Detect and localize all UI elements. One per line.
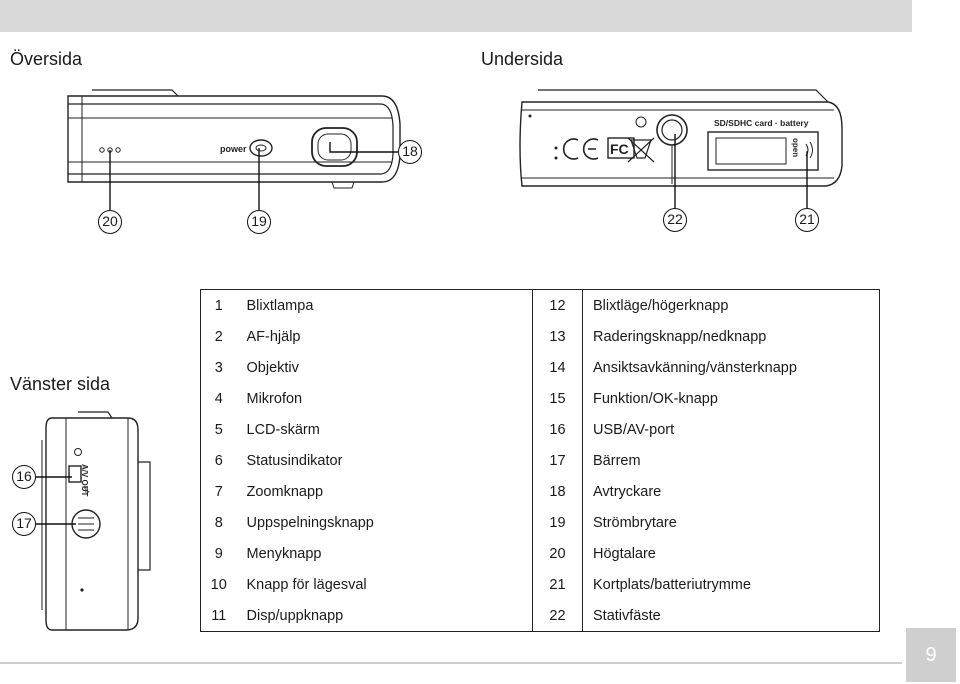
card-battery-door[interactable]: [707, 131, 819, 171]
part-number: 9: [214, 545, 223, 562]
usb-av-port[interactable]: [68, 465, 82, 483]
part-number: 12: [532, 289, 583, 321]
ce-mark-icon: [562, 138, 599, 160]
weee-bin-icon: [627, 137, 655, 163]
section-title-bottom-side: Undersida: [481, 49, 564, 69]
part-label: Blixtlampa: [246, 297, 314, 314]
part-label: Objektiv: [246, 359, 299, 376]
part-label: Stativfäste: [582, 600, 880, 632]
part-label: Zoomknapp: [246, 483, 324, 500]
usb-symbol-icon: ⇌: [82, 486, 92, 494]
callout-21: 21: [795, 208, 819, 232]
power-label: power: [220, 144, 247, 154]
part-number: 3: [214, 359, 223, 376]
side-dot-icon: [80, 588, 84, 592]
header-bar: [0, 0, 912, 32]
part-label: Menyknapp: [246, 545, 322, 562]
card-battery-label: SD/SDHC card · battery: [714, 118, 809, 128]
callout-18: 18: [398, 140, 422, 164]
part-label: Knapp för lägesval: [246, 576, 367, 593]
part-label: Raderingsknapp/nedknapp: [582, 321, 880, 352]
section-title-left-side: Vänster sida: [10, 374, 111, 394]
part-number: 6: [214, 452, 223, 469]
part-label: Disp/uppknapp: [246, 607, 344, 624]
callout-22: 22: [663, 208, 687, 232]
part-number: 5: [214, 421, 223, 438]
part-number: 4: [214, 390, 223, 407]
callout-17: 17: [12, 512, 36, 536]
part-number: 20: [532, 538, 583, 569]
part-label: Högtalare: [582, 538, 880, 569]
callout-19: 19: [247, 210, 271, 234]
part-number: 7: [214, 483, 223, 500]
camera-bottom-view-illustration: FC SD/SDHC card · battery open: [519, 89, 843, 187]
part-label: USB/AV-port: [582, 414, 880, 445]
part-label: Blixtläge/högerknapp: [582, 289, 880, 321]
part-label: Strömbrytare: [582, 507, 880, 538]
part-label: Statusindikator: [246, 452, 343, 469]
part-number: 15: [532, 383, 583, 414]
svg-text:FC: FC: [610, 141, 629, 157]
part-label: Kortplats/batteriutrymme: [582, 569, 880, 600]
side-mark-icon: [74, 448, 82, 456]
part-number: 21: [532, 569, 583, 600]
part-label: LCD-skärm: [246, 421, 320, 438]
part-number: 19: [532, 507, 583, 538]
part-number: 11: [211, 607, 227, 624]
open-label: open: [791, 138, 800, 157]
part-number: 8: [214, 514, 223, 531]
part-number: 14: [532, 352, 583, 383]
part-label: Funktion/OK-knapp: [582, 383, 880, 414]
power-switch[interactable]: [249, 139, 273, 157]
part-label: Bärrem: [582, 445, 880, 476]
page-number: 9: [906, 628, 956, 682]
part-number: 2: [214, 328, 223, 345]
part-label: Ansiktsavkänning/vänsterknapp: [582, 352, 880, 383]
part-number: 16: [532, 414, 583, 445]
section-title-top-side: Översida: [10, 49, 83, 69]
part-label: Avtryckare: [582, 476, 880, 507]
part-number: 22: [532, 600, 583, 632]
speaker-hole-icon: [99, 147, 105, 153]
av-out-label: A/V OUT: [80, 464, 89, 497]
footer-line: [0, 662, 902, 664]
part-label: Mikrofon: [246, 390, 303, 407]
shutter-button[interactable]: [311, 127, 358, 167]
part-label: Uppspelningsknapp: [246, 514, 374, 531]
callout-16: 16: [12, 465, 36, 489]
callout-20: 20: [98, 210, 122, 234]
tripod-small-mark-icon: [635, 116, 647, 128]
part-number: 18: [532, 476, 583, 507]
part-label: AF-hjälp: [246, 328, 301, 345]
part-number: 10: [210, 576, 227, 593]
part-number: 17: [532, 445, 583, 476]
speaker-hole-icon: [115, 147, 121, 153]
part-number: 1: [214, 297, 223, 314]
part-number: 13: [532, 321, 583, 352]
